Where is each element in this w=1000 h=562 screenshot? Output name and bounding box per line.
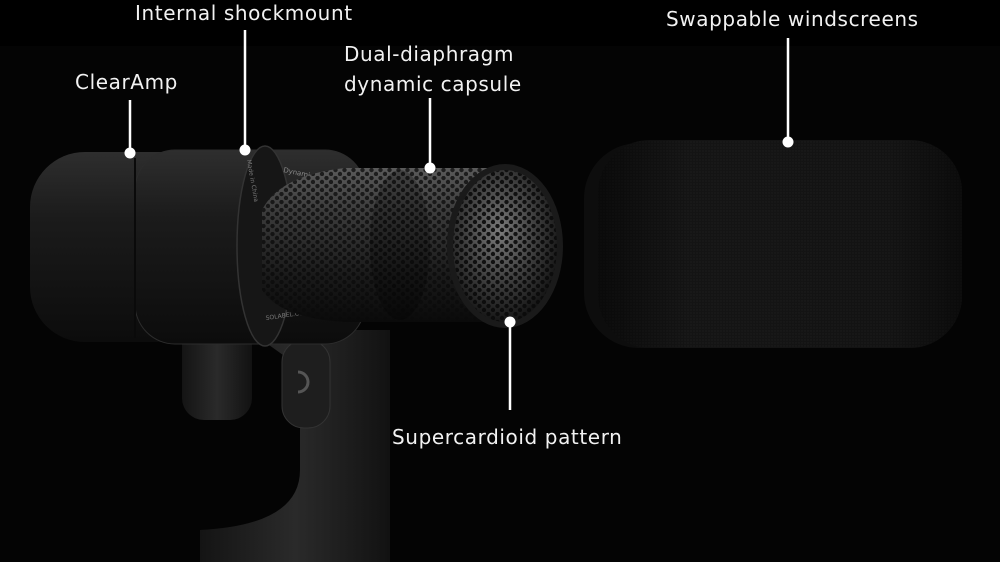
leader-lines [128,30,790,410]
label-shockmount: Internal shockmount [135,1,353,25]
header-band [0,0,1000,46]
label-windscreens: Swappable windscreens [666,7,919,31]
label-pattern: Supercardioid pattern [392,425,623,449]
windscreen [584,140,962,348]
label-capsule-line2: dynamic capsule [344,72,522,96]
label-capsule-line1: Dual-diaphragm [344,42,515,66]
leader-dots [124,136,794,328]
capsule-grille [262,164,563,328]
label-clearamp: ClearAmp [75,70,178,94]
